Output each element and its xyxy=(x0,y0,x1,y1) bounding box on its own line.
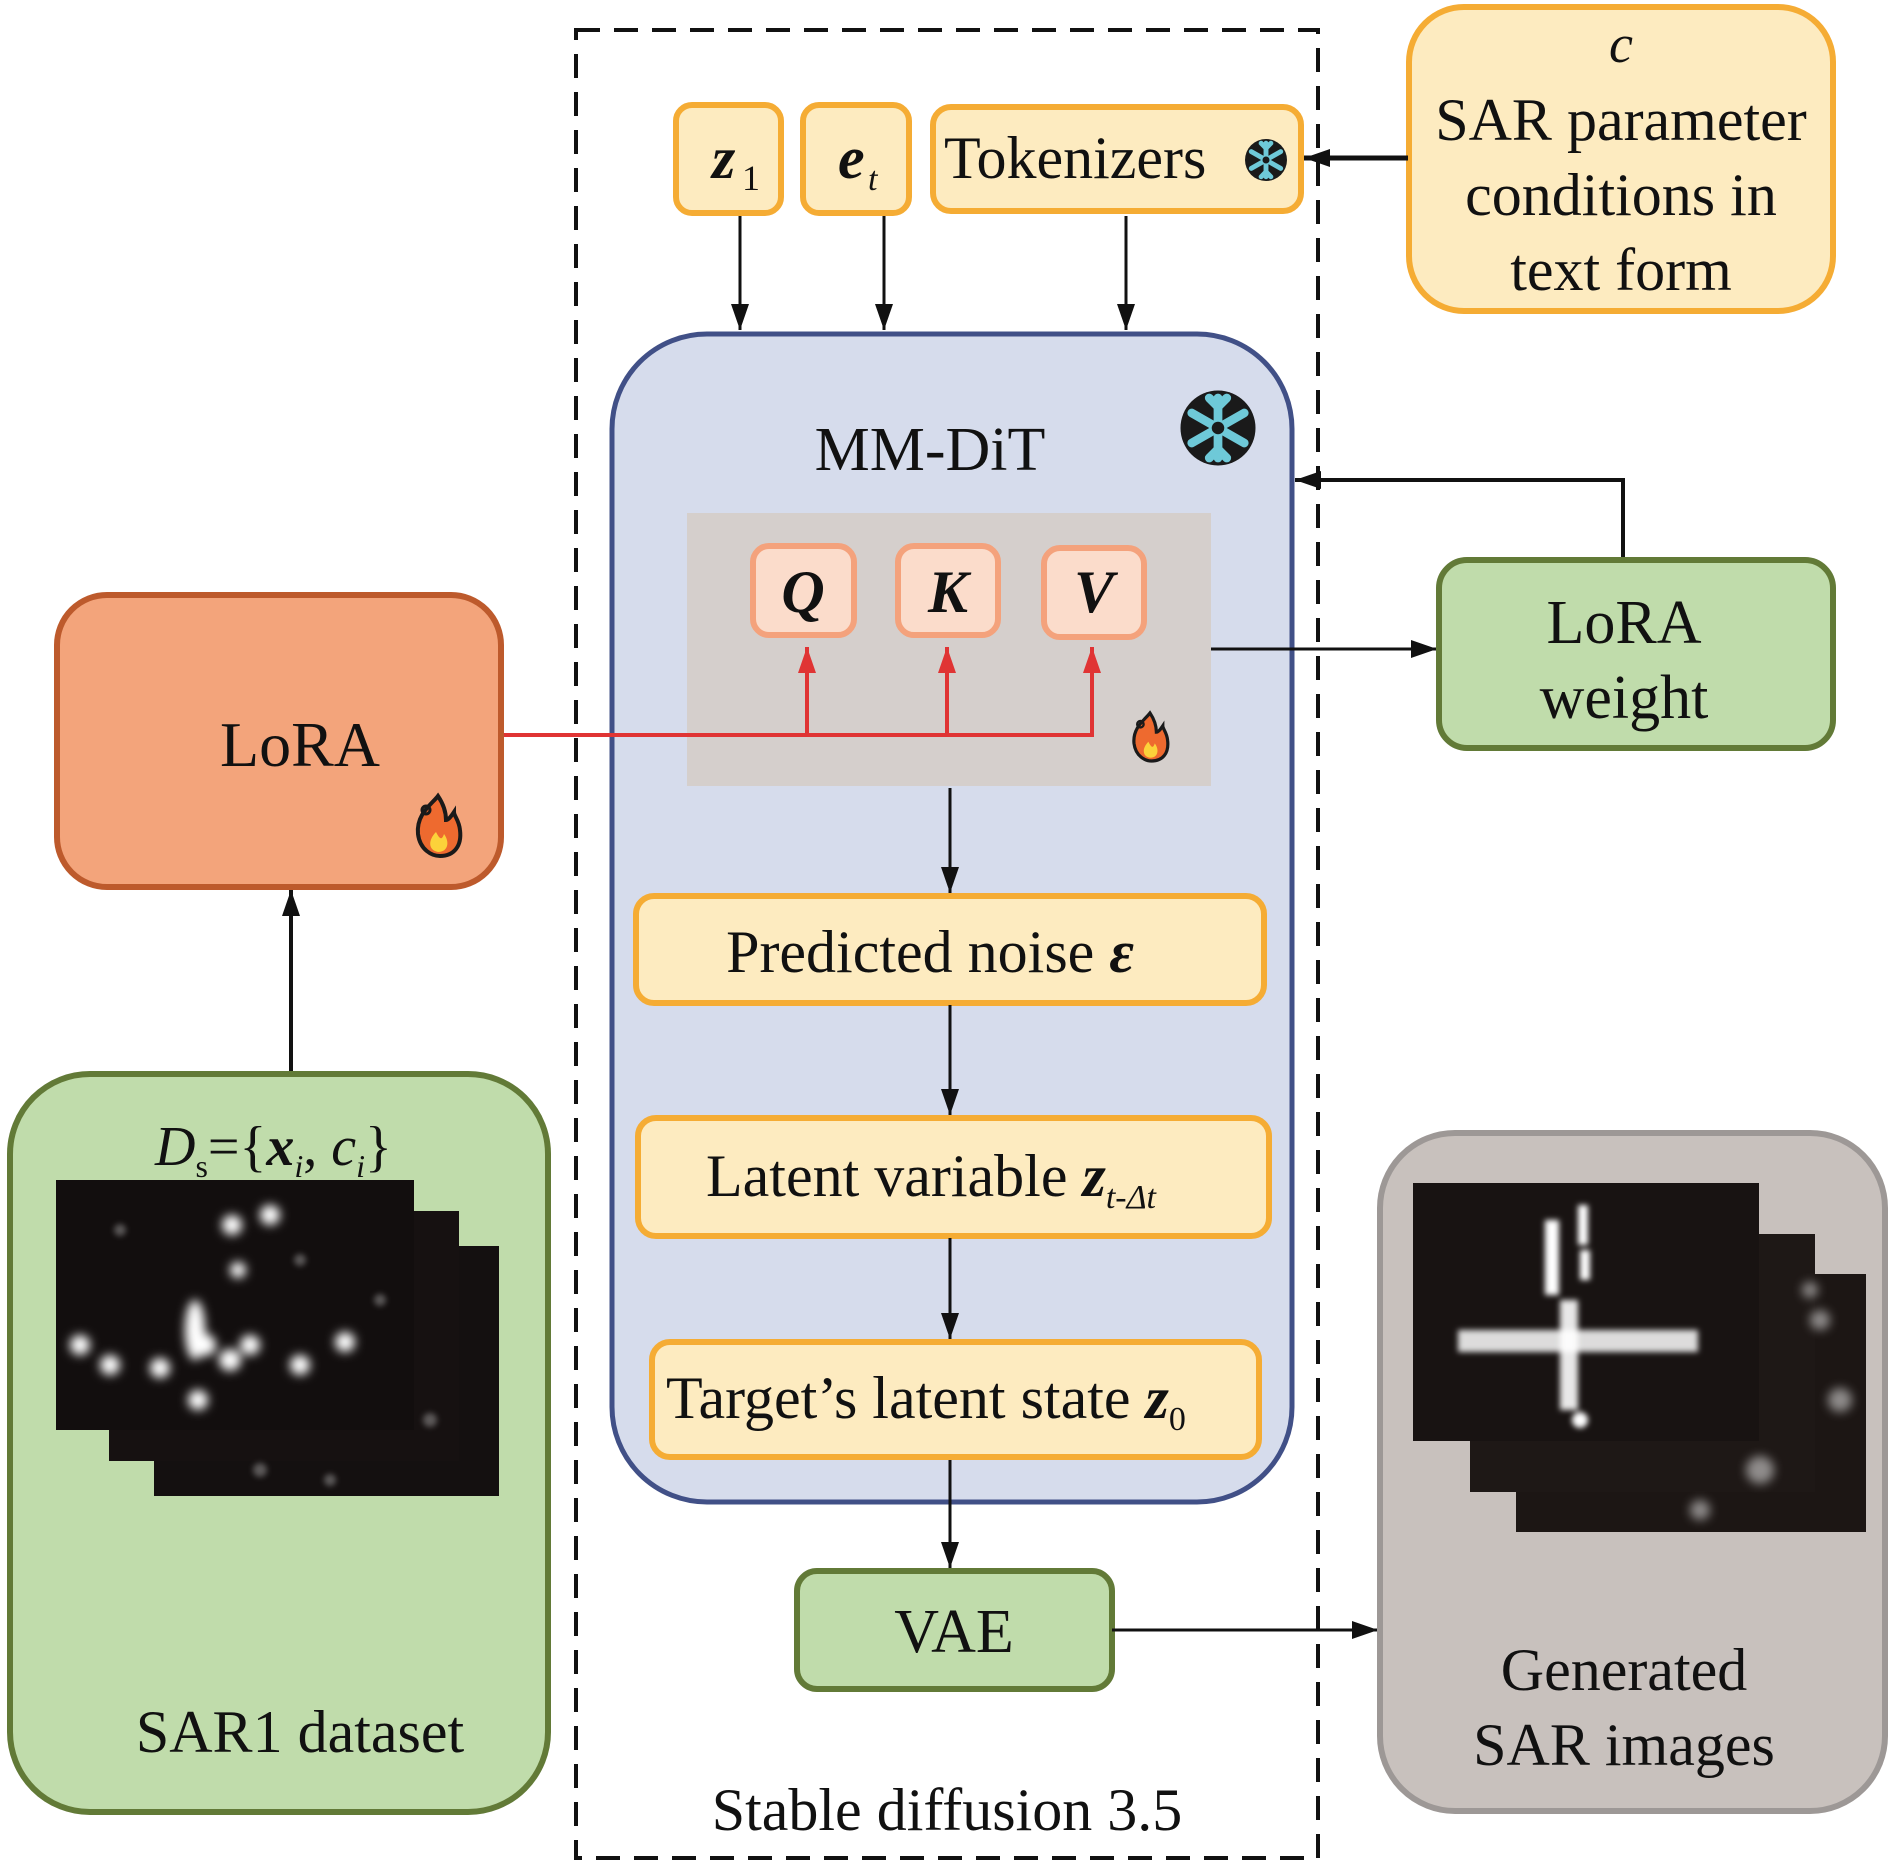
vae-label: VAE xyxy=(894,1598,1013,1666)
target-latent-box[interactable]: Target’s latent state z0 xyxy=(649,1339,1262,1460)
value-label: V xyxy=(1074,559,1119,625)
snowflake-icon xyxy=(1181,391,1256,466)
snowflake-icon xyxy=(1245,139,1287,181)
et-input-box[interactable]: e t xyxy=(800,102,912,216)
tokenizers-box[interactable]: Tokenizers xyxy=(930,104,1304,214)
vae-box[interactable]: VAE xyxy=(794,1568,1115,1692)
predicted-noise-box[interactable]: Predicted noise ε xyxy=(633,893,1267,1006)
latent-variable-box[interactable]: Latent variable zt-Δt xyxy=(635,1115,1272,1239)
svg-text:Predicted noise ε: Predicted noise ε xyxy=(726,919,1134,985)
condition-line-3: text form xyxy=(1510,237,1732,303)
condition-symbol: c xyxy=(1609,14,1633,74)
epsilon-symbol: ε xyxy=(1109,919,1134,985)
condition-line-2: conditions in xyxy=(1465,162,1777,228)
stable-diffusion-container xyxy=(574,28,1320,1860)
z1-symbol: z xyxy=(710,125,736,191)
z1-input-box[interactable]: z 1 xyxy=(673,102,784,216)
dataset-label: SAR1 dataset xyxy=(136,1699,465,1765)
arrow-lora-weight-to-mmdit xyxy=(1295,471,1625,558)
z-symbol: z xyxy=(1080,1143,1106,1209)
z1-subscript: 1 xyxy=(742,158,760,198)
svg-text:Latent variable zt-Δt: Latent variable zt-Δt xyxy=(706,1143,1158,1216)
dataset-formula: Ds={xi, ci} xyxy=(154,1116,392,1184)
lora-weight-line-2: weight xyxy=(1540,664,1709,732)
generated-box[interactable]: Generated SAR images xyxy=(1377,1130,1888,1814)
condition-line-1: SAR parameter xyxy=(1435,87,1807,153)
et-subscript: t xyxy=(868,161,879,198)
query-box[interactable]: Q xyxy=(750,543,857,638)
target-latent-label: Target’s latent state xyxy=(666,1365,1146,1431)
lora-label: LoRA xyxy=(220,709,380,780)
dataset-box[interactable]: Ds={xi, ci} SAR1 dataset xyxy=(7,1071,551,1815)
key-box[interactable]: K xyxy=(895,543,1001,638)
dataset-sar-image-stack xyxy=(56,1180,499,1496)
condition-box[interactable]: c SAR parameter conditions in text form xyxy=(1406,4,1836,314)
generated-line-1: Generated xyxy=(1501,1637,1748,1703)
query-label: Q xyxy=(781,559,824,625)
predicted-noise-label: Predicted noise xyxy=(726,919,1109,985)
z0-subscript: 0 xyxy=(1169,1401,1186,1438)
svg-text:Target’s latent state z0: Target’s latent state z0 xyxy=(666,1365,1186,1438)
lora-injection-lines xyxy=(502,647,1101,737)
z-subscript: t-Δt xyxy=(1106,1179,1158,1216)
latent-variable-label: Latent variable xyxy=(706,1143,1082,1209)
generated-sar-image-stack xyxy=(1413,1183,1866,1532)
value-box[interactable]: V xyxy=(1041,545,1147,640)
stable-diffusion-label: Stable diffusion 3.5 xyxy=(712,1777,1183,1843)
et-symbol: e xyxy=(838,125,865,191)
lora-weight-line-1: LoRA xyxy=(1547,589,1702,657)
lora-box[interactable]: LoRA xyxy=(54,592,504,890)
tokenizers-label: Tokenizers xyxy=(944,125,1206,191)
z0-symbol: z xyxy=(1144,1365,1170,1431)
lora-weight-box[interactable]: LoRA weight xyxy=(1436,557,1836,751)
key-label: K xyxy=(927,559,972,625)
mmdit-title: MM-DiT xyxy=(815,416,1046,484)
generated-line-2: SAR images xyxy=(1473,1712,1775,1778)
